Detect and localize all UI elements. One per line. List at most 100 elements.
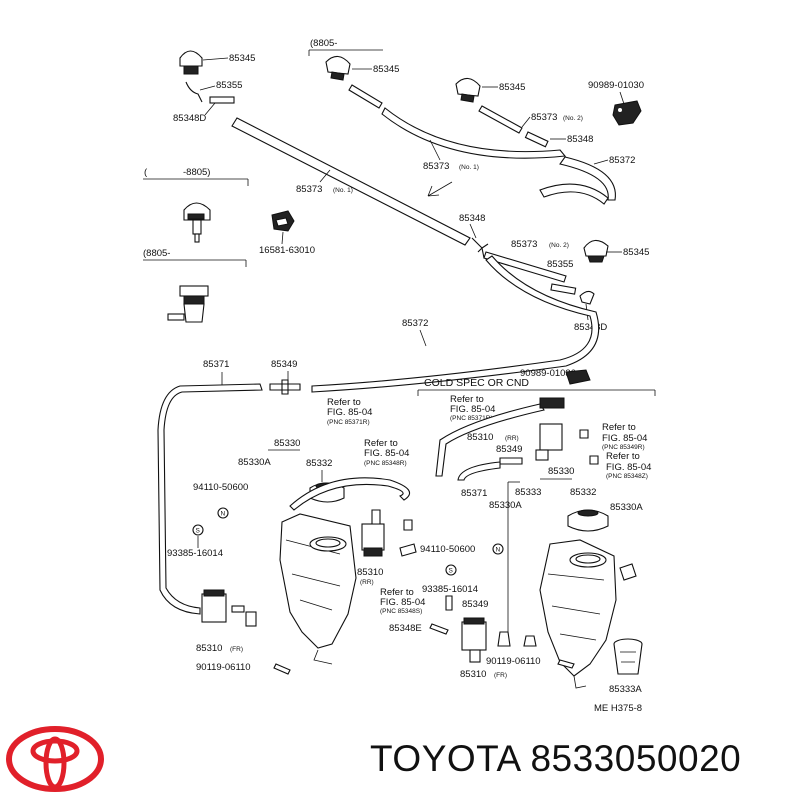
hose-85372-loop <box>311 255 600 393</box>
n-marker-icon <box>492 543 504 555</box>
label-85348d-b: 85348D <box>574 322 607 333</box>
hose-85373-no1-upper <box>381 107 567 159</box>
hose-85371-right <box>435 403 545 477</box>
washer-nozzle-icon <box>583 239 609 263</box>
grommet-icon <box>497 631 511 647</box>
ref6: Refer to <box>606 451 640 462</box>
connector-icon <box>209 96 235 104</box>
label-85348-b: 85348 <box>459 213 485 224</box>
label-85330a-c: 85330A <box>610 502 643 513</box>
label-85310-rr: 85310 <box>357 567 383 578</box>
label-85330: 85330 <box>274 438 300 449</box>
washer-nozzle-icon <box>179 50 229 75</box>
toyota-logo-icon <box>6 726 104 792</box>
label-85333a: 85333A <box>609 684 642 695</box>
part-number: 8533050020 <box>530 738 742 779</box>
brand-part-heading: TOYOTA 8533050020 <box>370 738 741 780</box>
label-85345-d: 85345 <box>623 247 649 258</box>
label-85355-b: 85355 <box>547 259 573 270</box>
label-85373: 85373 <box>531 112 557 123</box>
brand-name: TOYOTA <box>370 738 520 779</box>
label-93385: 93385-16014 <box>167 548 223 559</box>
label-rr-b: (RR) <box>505 435 519 442</box>
ref5: Refer to <box>602 422 636 433</box>
s-marker-b: S <box>449 568 454 575</box>
washer-pump-icon <box>361 509 385 557</box>
ref6c: (PNC 85348Z) <box>606 473 648 480</box>
connector-icon <box>550 283 577 295</box>
hose-85373-no2 <box>478 105 523 134</box>
bracket-left-bottom-label: (8805- <box>143 248 170 259</box>
label-94110: 94110-50600 <box>193 482 248 493</box>
label-93385-b: 93385-16014 <box>422 584 478 595</box>
s-marker-icon <box>192 524 204 536</box>
label-85372-b: 85372 <box>402 318 428 329</box>
diagram-code: ME H375-8 <box>594 703 642 714</box>
s-marker-icon <box>445 564 457 576</box>
label-85332-b: 85332 <box>570 487 596 498</box>
connector-icon <box>524 131 549 148</box>
s-marker: S <box>196 528 201 535</box>
bracket-open: ( <box>144 167 148 178</box>
label-85355: 85355 <box>216 80 242 91</box>
label-85348e: 85348E <box>389 623 422 634</box>
hose-85371-left <box>157 383 263 615</box>
label-85349: 85349 <box>271 359 297 370</box>
label-85345-b: 85345 <box>373 64 399 75</box>
ref4: Refer to <box>450 394 484 405</box>
grommet-icon <box>619 563 637 581</box>
washer-nozzle-old-icon <box>183 202 211 243</box>
label-85372: 85372 <box>609 155 635 166</box>
bolt-icon <box>557 659 575 669</box>
ref1b: FIG. 85-04 <box>327 407 372 418</box>
label-fr-b: (FR) <box>494 672 507 679</box>
hose-85372-end <box>539 183 609 205</box>
label-rr: (RR) <box>360 579 374 586</box>
bracket-top: (8805- <box>308 38 383 56</box>
bracket-left-top: ( -8805) <box>143 167 249 186</box>
label-85348: 85348 <box>567 134 593 145</box>
ref3: Refer to <box>380 587 414 598</box>
label-85330-b: 85330 <box>548 466 574 477</box>
label-94110-b: 94110-50600 <box>420 544 475 555</box>
hose-85372 <box>559 156 616 201</box>
label-85333: 85333 <box>515 487 541 498</box>
label-85310-fr-b: 85310 <box>460 669 486 680</box>
bracket-end: -8805) <box>183 167 210 178</box>
n-marker-icon <box>217 507 229 519</box>
washer-pump-icon <box>535 397 565 461</box>
ref2b: FIG. 85-04 <box>364 448 409 459</box>
label-85349-b: 85349 <box>496 444 522 455</box>
clip-icon <box>271 210 295 232</box>
washer-pump-icon <box>201 589 257 627</box>
label-85332: 85332 <box>306 458 332 469</box>
ref2c: (PNC 85348R) <box>364 460 407 467</box>
label-85330a: 85330A <box>238 457 271 468</box>
bolt-icon <box>273 663 291 675</box>
label-90989: 90989-01030 <box>588 80 644 91</box>
connector-icon <box>429 623 449 635</box>
hose-reservoir <box>289 477 411 511</box>
label-90989-b: 90989-01030 <box>520 368 576 379</box>
label-85371: 85371 <box>203 359 229 370</box>
label-85371-b: 85371 <box>461 488 487 499</box>
joint-icon <box>471 237 489 259</box>
hose-short <box>457 461 501 481</box>
label-90119: 90119-06110 <box>196 662 251 673</box>
elbow-icon <box>579 290 595 305</box>
ref3c: (PNC 85348S) <box>380 608 422 615</box>
n-marker: N <box>221 511 226 518</box>
clip-icon <box>612 100 642 126</box>
bracket-left-bottom: (8805- <box>143 248 247 267</box>
ref4b: FIG. 85-04 <box>450 404 495 415</box>
ref4c: (PNC 85371R) <box>450 415 493 422</box>
label-85349-c: 85349 <box>462 599 488 610</box>
ref5b: FIG. 85-04 <box>602 433 647 444</box>
elbow-icon <box>185 81 203 103</box>
ref6b: FIG. 85-04 <box>606 462 651 473</box>
label-no2: (No. 2) <box>563 115 583 122</box>
label-85310-rr-b: 85310 <box>467 432 493 443</box>
ref2: Refer to <box>364 438 398 449</box>
label-85330a-b: 85330A <box>489 500 522 511</box>
connector-icon <box>579 429 589 439</box>
